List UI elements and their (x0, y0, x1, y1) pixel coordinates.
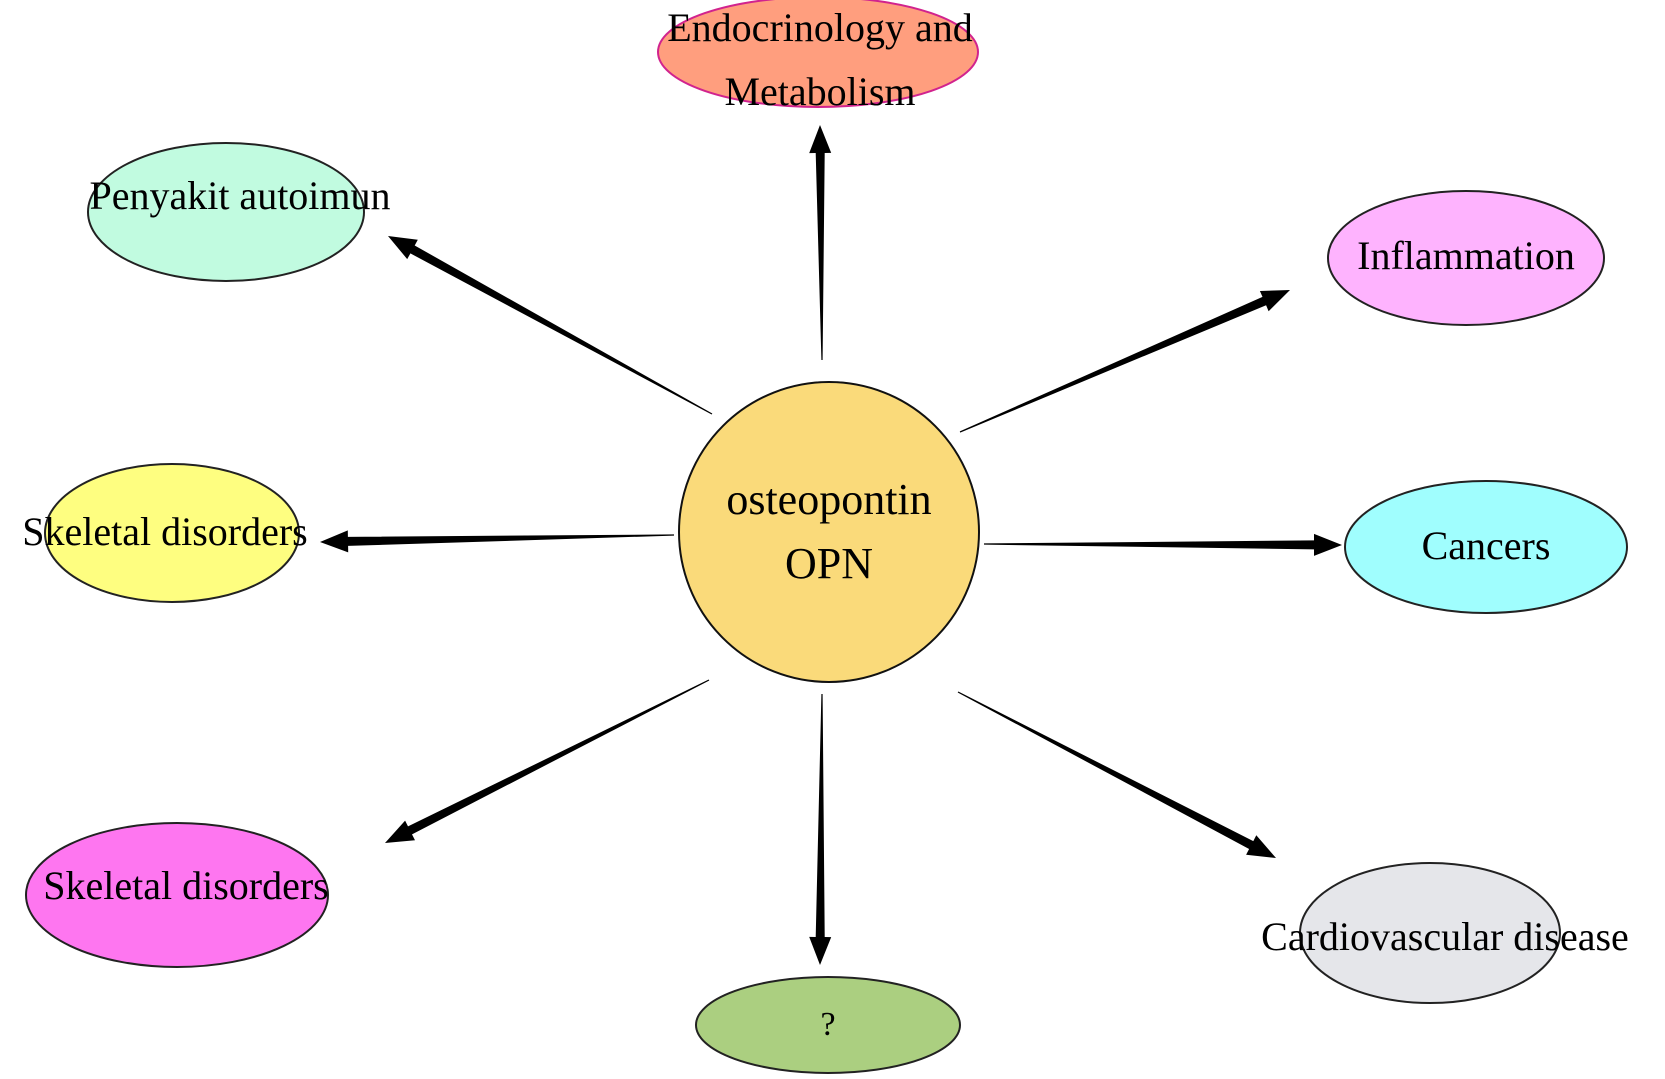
node-skeletal-disorders-yellow-ellipse (44, 463, 300, 603)
node-cancers-label: Cancers (1421, 523, 1551, 568)
arrow-to-skeletal-disorders-yellow (320, 530, 674, 553)
arrow-to-cancers (984, 533, 1342, 556)
node-penyakit-autoimun-ellipse (87, 142, 365, 282)
node-endocrinology-label-line1: Endocrinology and (667, 5, 973, 50)
arrow-to-endocrinology (809, 125, 832, 360)
arrow-to-inflammation (959, 290, 1290, 433)
arrow-to-cardiovascular-disease (957, 691, 1276, 858)
node-endocrinology-label-line2: Metabolism (724, 69, 916, 114)
node-endocrinology-ellipse (657, 0, 979, 108)
center-node-label: osteopontin OPN (679, 468, 979, 596)
node-endocrinology-label: Endocrinology and Metabolism (630, 0, 1010, 124)
node-cardiovascular-disease-ellipse (1299, 862, 1561, 1004)
center-node-circle (678, 381, 980, 683)
node-unknown-label: ? (820, 1006, 836, 1043)
node-skeletal-disorders-magenta-label: Skeletal disorders (43, 863, 329, 908)
node-cancers-ellipse (1344, 480, 1628, 614)
arrow-to-skeletal-disorders-magenta (385, 679, 710, 843)
node-skeletal-disorders-magenta-ellipse (25, 822, 329, 968)
node-cardiovascular-disease-label: Cardiovascular disease (1261, 914, 1629, 959)
node-inflammation-ellipse (1327, 190, 1605, 326)
node-inflammation-label: Inflammation (1357, 233, 1575, 278)
arrow-to-unknown (809, 694, 832, 965)
arrow-to-penyakit-autoimun (388, 236, 713, 415)
node-penyakit-autoimun-label: Penyakit autoimun (89, 173, 391, 218)
center-node-label-line2: OPN (784, 539, 874, 588)
node-unknown-ellipse (695, 976, 961, 1074)
node-skeletal-disorders-yellow-label: Skeletal disorders (22, 509, 308, 554)
center-node-label-line1: osteopontin (726, 475, 932, 524)
